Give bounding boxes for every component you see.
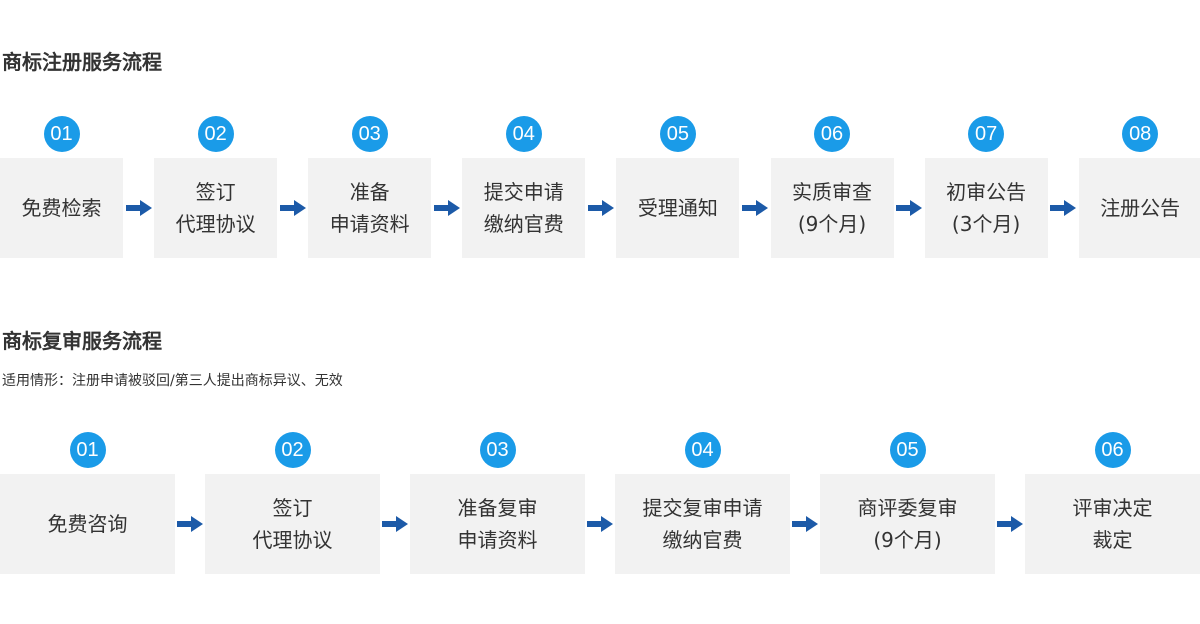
step-label-line: 裁定 — [1092, 528, 1133, 552]
step-number-badge: 06 — [814, 116, 850, 152]
review-subtitle: 适用情形：注册申请被驳回/第三人提出商标异议、无效 — [2, 373, 343, 389]
step-number-badge: 05 — [889, 432, 926, 468]
step-label-line: 实质审查 — [792, 180, 872, 204]
step-label-line: 申请资料 — [329, 212, 410, 236]
step-label-line: 缴纳官费 — [483, 212, 564, 236]
arrow-right-icon — [997, 516, 1023, 532]
arrow-right-icon — [741, 200, 768, 216]
step-label-line: 缴纳官费 — [662, 528, 743, 552]
step-number-badge: 04 — [684, 432, 721, 468]
step-number-badge: 08 — [1122, 116, 1159, 152]
step-label-line: 签订 — [195, 180, 236, 204]
arrow-right-icon — [177, 516, 203, 532]
step-number-badge: 01 — [43, 116, 80, 152]
step-box: 准备复审申请资料 — [410, 474, 585, 574]
step-box: 初审公告 (3个月) — [924, 158, 1048, 258]
step-label-line: 免费咨询 — [47, 512, 128, 536]
step-box: 免费检索 — [0, 158, 123, 258]
step-box: 提交申请缴纳官费 — [462, 158, 586, 258]
step-box: 签订代理协议 — [154, 158, 278, 258]
step-number-badge: 02 — [197, 116, 234, 152]
registration-title: 商标注册服务流程 — [2, 50, 162, 74]
step-label-line: 初审公告 — [946, 180, 1027, 204]
arrow-right-icon — [587, 516, 613, 532]
step-label-line: 准备复审 — [457, 496, 538, 520]
arrow-right-icon — [587, 200, 614, 216]
step-label-line: 注册公告 — [1100, 196, 1181, 220]
step-number-badge: 05 — [659, 116, 696, 152]
step-label-line: (9个月) — [797, 212, 867, 236]
step-number-badge: 06 — [1094, 432, 1131, 468]
arrow-right-icon — [125, 200, 152, 216]
step-box: 受理通知 — [616, 158, 740, 258]
step-label-line: 签订 — [272, 496, 313, 520]
step-label-line: (9个月) — [873, 528, 942, 552]
step-box: 实质审查 (9个月) — [770, 158, 894, 258]
step-box: 商评委复审 (9个月) — [820, 474, 995, 574]
step-label-line: 提交申请 — [483, 180, 564, 204]
step-box: 评审决定裁定 — [1025, 474, 1200, 574]
step-box: 注册公告 — [1078, 158, 1200, 258]
step-number-badge: 04 — [505, 116, 542, 152]
step-number-badge: 07 — [968, 116, 1005, 152]
step-label-line: 申请资料 — [457, 528, 538, 552]
arrow-right-icon — [792, 516, 818, 532]
step-label-line: 免费检索 — [21, 196, 102, 220]
step-label-line: 受理通知 — [637, 196, 718, 220]
step-label-line: 提交复审申请 — [642, 496, 763, 520]
step-box: 免费咨询 — [0, 474, 175, 574]
arrow-right-icon — [1050, 200, 1077, 216]
step-label-line: 准备 — [349, 180, 390, 204]
step-number-badge: 03 — [351, 116, 388, 152]
arrow-right-icon — [896, 200, 923, 216]
step-label-line: 代理协议 — [252, 528, 333, 552]
step-box: 签订代理协议 — [205, 474, 380, 574]
step-number-badge: 02 — [274, 432, 311, 468]
review-title: 商标复审服务流程 — [2, 329, 162, 353]
step-label-line: (3个月) — [951, 212, 1021, 236]
step-number-badge: 03 — [479, 432, 516, 468]
step-label-line: 代理协议 — [175, 212, 256, 236]
arrow-right-icon — [382, 516, 408, 532]
arrow-right-icon — [279, 200, 306, 216]
step-label-line: 评审决定 — [1072, 496, 1153, 520]
arrow-right-icon — [433, 200, 460, 216]
step-label-line: 商评委复审 — [857, 496, 958, 520]
step-box: 准备申请资料 — [308, 158, 432, 258]
step-number-badge: 01 — [69, 432, 106, 468]
step-box: 提交复审申请缴纳官费 — [615, 474, 790, 574]
